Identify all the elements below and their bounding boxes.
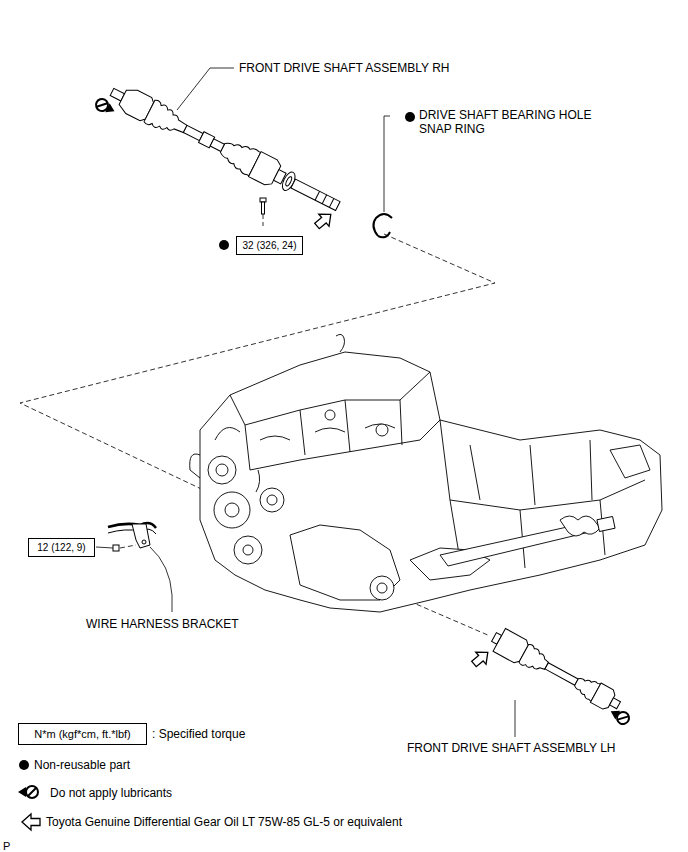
torque-value: 12 (122, 9) xyxy=(37,542,85,554)
page-code: P xyxy=(3,839,10,852)
bolt-part xyxy=(262,202,265,214)
engine-transmission-part xyxy=(216,464,228,476)
engine-transmission-part xyxy=(200,352,662,612)
torque-value: 32 (326, 24) xyxy=(243,240,297,252)
snap-ring xyxy=(373,214,392,237)
torque-box: 32 (326, 24) xyxy=(236,236,303,255)
non-reusable-marks-part xyxy=(19,760,29,770)
leader-lines xyxy=(96,68,515,737)
gear-oil-marks-part xyxy=(22,814,40,830)
engine-transmission-part xyxy=(190,454,200,478)
engine-transmission-part xyxy=(260,424,395,440)
engine-transmission-part xyxy=(245,420,440,470)
rh-drive-shaft-part xyxy=(144,99,192,140)
non-reusable-marks-part xyxy=(405,112,415,122)
rh-drive-shaft xyxy=(106,80,344,219)
engine-transmission-part xyxy=(234,536,262,564)
engine-transmission-part xyxy=(215,428,260,493)
gear-oil-marks-part xyxy=(469,646,493,670)
leader-lines-part xyxy=(384,116,390,212)
leader-lines-part xyxy=(177,68,234,110)
rh-drive-shaft-part xyxy=(315,191,320,200)
engine-transmission-part xyxy=(560,516,600,536)
bolt-part xyxy=(260,198,266,202)
legend-text: : Specified torque xyxy=(152,727,245,741)
engine-transmission-part xyxy=(225,503,239,517)
lh-drive-shaft xyxy=(488,626,625,717)
wire-harness-bracket-part xyxy=(132,524,150,548)
non-reusable-marks-part xyxy=(219,240,229,250)
wire-harness-bracket xyxy=(108,523,156,551)
assembly-lines-part xyxy=(120,545,136,548)
engine-transmission xyxy=(190,334,662,612)
wire-harness-bracket-part xyxy=(113,545,119,551)
legend-text: Toyota Genuine Differential Gear Oil LT … xyxy=(46,815,402,829)
rh-drive-shaft-part xyxy=(291,179,340,210)
rh-drive-shaft-part xyxy=(322,195,327,204)
leader-lines-part xyxy=(515,700,516,737)
part-name: FRONT DRIVE SHAFT ASSEMBLY RH xyxy=(239,61,450,75)
torque-box: 12 (122, 9) xyxy=(28,538,95,557)
leader-lines-part xyxy=(96,547,113,548)
engine-transmission-part xyxy=(440,420,645,510)
gear-oil-marks-part xyxy=(312,208,336,232)
legend-text: Non-reusable part xyxy=(34,758,130,772)
rh-drive-shaft-part xyxy=(285,176,293,187)
engine-transmission-part xyxy=(230,372,430,425)
lh-drive-shaft-part xyxy=(545,663,578,685)
engine-transmission-part xyxy=(336,334,345,352)
part-name: DRIVE SHAFT BEARING HOLE SNAP RING xyxy=(419,108,597,136)
gear-oil-marks xyxy=(22,208,493,830)
engine-transmission-part xyxy=(243,545,253,555)
engine-transmission-part xyxy=(300,400,402,455)
legend-torque-box: N*m (kgf*cm, ft.*lbf) xyxy=(18,723,147,745)
legend-text: Do not apply lubricants xyxy=(50,786,172,800)
lh-drive-shaft-part xyxy=(610,698,621,709)
part-name: WIRE HARNESS BRACKET xyxy=(86,617,239,631)
no-lubricant-marks xyxy=(18,97,631,798)
no-lubricant-marks-part xyxy=(18,786,38,798)
engine-transmission-part xyxy=(376,424,388,436)
engine-transmission-part xyxy=(370,576,394,600)
lh-drive-shaft-part xyxy=(518,643,552,675)
engine-transmission-part xyxy=(290,525,400,600)
no-lubricant-marks-part xyxy=(94,97,117,117)
part-name: FRONT DRIVE SHAFT ASSEMBLY LH xyxy=(407,741,616,755)
engine-transmission-part xyxy=(597,516,615,531)
engine-transmission-part xyxy=(260,488,284,512)
bolt xyxy=(260,198,266,214)
torque-value: N*m (kgf*cm, ft.*lbf) xyxy=(34,728,131,740)
rh-drive-shaft-part xyxy=(329,198,334,207)
engine-transmission-part xyxy=(267,495,277,505)
wire-harness-bracket-part xyxy=(142,540,146,544)
engine-transmission-part xyxy=(214,492,250,528)
engine-transmission-part xyxy=(610,445,650,478)
assembly-lines-part xyxy=(263,214,264,226)
no-lubricant-marks-part xyxy=(608,706,631,726)
engine-transmission-part xyxy=(325,410,335,420)
leader-lines-part xyxy=(150,547,172,612)
engine-transmission-part xyxy=(377,583,387,593)
engine-transmission-part xyxy=(208,456,236,484)
engine-transmission-part xyxy=(470,440,592,505)
snap-ring-part xyxy=(378,232,390,237)
non-reusable-marks xyxy=(19,112,415,770)
wire-harness-bracket-part xyxy=(108,529,156,534)
